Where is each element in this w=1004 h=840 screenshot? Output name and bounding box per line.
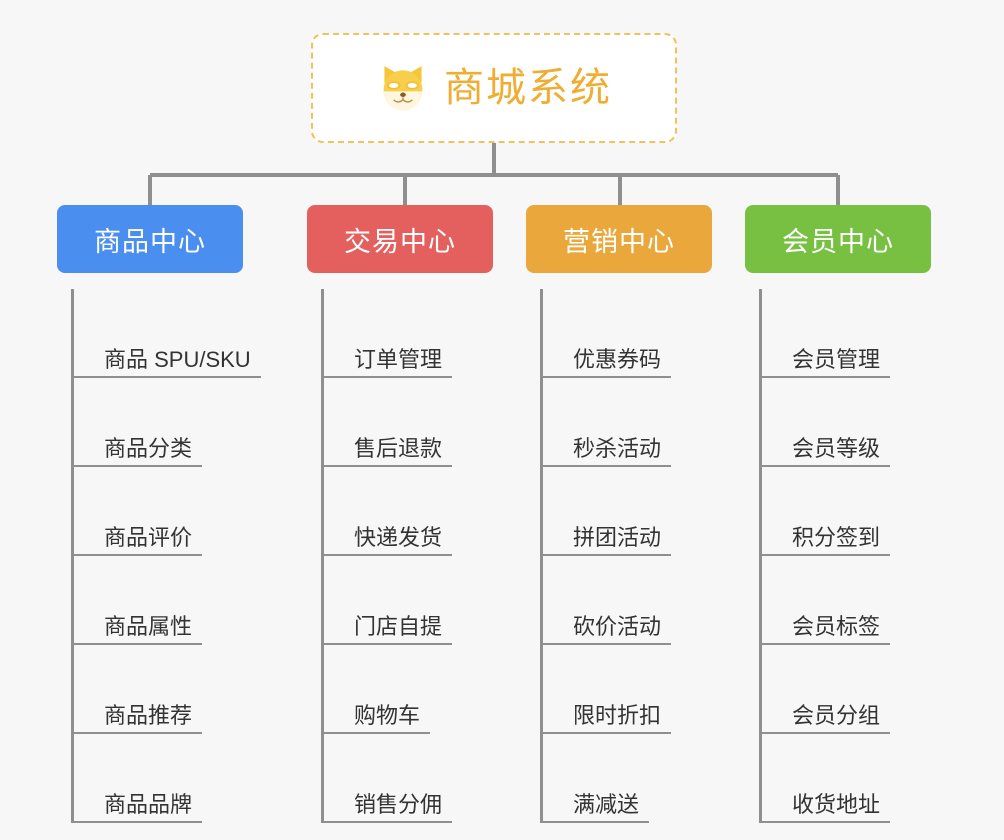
leaf-underline [324,376,452,378]
leaf-item[interactable]: 限时折扣 [543,645,712,734]
branch-column-1: 交易中心 订单管理 售后退款 快递发货 门店自提 购物车 [307,205,493,839]
leaf-item[interactable]: 拼团活动 [543,467,712,556]
leaf-item[interactable]: 会员分组 [762,645,931,734]
leaf-item[interactable]: 售后退款 [324,378,493,467]
leaf-underline [543,465,671,467]
leaf-item[interactable]: 商品分类 [74,378,243,467]
leaf-underline [74,821,202,823]
leaf-label: 门店自提 [354,613,443,639]
leaf-underline [324,821,452,823]
leaf-underline [543,554,671,556]
leaf-item[interactable]: 会员管理 [762,289,931,378]
leaf-label: 拼团活动 [573,524,662,550]
leaf-list-2: 优惠券码 秒杀活动 拼团活动 砍价活动 限时折扣 满减送 [540,289,712,823]
leaf-list-1: 订单管理 售后退款 快递发货 门店自提 购物车 销售分佣 [321,289,493,823]
leaf-item[interactable]: 会员标签 [762,556,931,645]
leaf-item[interactable]: 门店自提 [324,556,493,645]
shiba-inu-dog-icon [383,66,423,111]
leaf-item[interactable]: 快递发货 [324,467,493,556]
leaf-underline [762,643,890,645]
category-header-3[interactable]: 会员中心 [745,205,931,273]
leaf-label: 会员等级 [792,435,881,461]
leaf-item[interactable]: 收货地址 [762,734,931,823]
leaf-underline [324,465,452,467]
leaf-label: 快递发货 [354,524,443,550]
leaf-label: 售后退款 [354,435,443,461]
leaf-list-3: 会员管理 会员等级 积分签到 会员标签 会员分组 收货地址 [759,289,931,823]
leaf-underline [543,643,671,645]
leaf-item[interactable]: 积分签到 [762,467,931,556]
leaf-label: 会员管理 [792,346,881,372]
leaf-underline [74,643,202,645]
category-header-1[interactable]: 交易中心 [307,205,493,273]
category-header-2[interactable]: 营销中心 [526,205,712,273]
leaf-underline [74,465,202,467]
leaf-underline [324,554,452,556]
leaf-item[interactable]: 满减送 [543,734,712,823]
leaf-label: 积分签到 [792,524,881,550]
leaf-underline [543,732,671,734]
leaf-label: 销售分佣 [354,791,443,817]
leaf-label: 秒杀活动 [573,435,662,461]
leaf-list-0: 商品 SPU/SKU 商品分类 商品评价 商品属性 商品推荐 商品品牌 [71,289,261,823]
leaf-item[interactable]: 购物车 [324,645,493,734]
leaf-underline [324,643,452,645]
category-header-0[interactable]: 商品中心 [57,205,243,273]
leaf-label: 收货地址 [792,791,881,817]
root-node[interactable]: 商城系统 [311,33,677,143]
leaf-label: 商品品牌 [104,791,193,817]
leaf-label: 商品评价 [104,524,193,550]
leaf-underline [762,821,890,823]
root-title: 商城系统 [444,66,612,110]
branch-column-2: 营销中心 优惠券码 秒杀活动 拼团活动 砍价活动 限时折扣 [526,205,712,839]
leaf-underline [74,554,202,556]
leaf-label: 商品属性 [104,613,193,639]
leaf-underline [762,376,890,378]
leaf-item[interactable]: 优惠券码 [543,289,712,378]
leaf-item[interactable]: 订单管理 [324,289,493,378]
leaf-item[interactable]: 销售分佣 [324,734,493,823]
branch-column-3: 会员中心 会员管理 会员等级 积分签到 会员标签 会员分组 [745,205,931,839]
leaf-label: 商品分类 [104,435,193,461]
leaf-underline [74,376,261,378]
leaf-label: 优惠券码 [573,346,662,372]
leaf-label: 会员分组 [792,702,881,728]
leaf-label: 商品 SPU/SKU [104,346,251,372]
leaf-item[interactable]: 商品评价 [74,467,243,556]
leaf-label: 会员标签 [792,613,881,639]
leaf-label: 购物车 [354,702,421,728]
leaf-item[interactable]: 商品属性 [74,556,243,645]
leaf-underline [543,821,649,823]
leaf-item[interactable]: 商品推荐 [74,645,243,734]
leaf-underline [543,376,671,378]
leaf-underline [762,732,890,734]
leaf-item[interactable]: 商品品牌 [74,734,243,823]
leaf-underline [324,732,430,734]
leaf-item[interactable]: 商品 SPU/SKU [74,289,261,378]
leaf-label: 商品推荐 [104,702,193,728]
leaf-label: 订单管理 [354,346,443,372]
leaf-underline [74,732,202,734]
leaf-label: 砍价活动 [573,613,662,639]
leaf-underline [762,465,890,467]
leaf-item[interactable]: 砍价活动 [543,556,712,645]
leaf-label: 限时折扣 [573,702,662,728]
leaf-underline [762,554,890,556]
branch-column-0: 商品中心 商品 SPU/SKU 商品分类 商品评价 商品属性 商品推荐 [57,205,261,839]
leaf-label: 满减送 [573,791,640,817]
leaf-item[interactable]: 会员等级 [762,378,931,467]
leaf-item[interactable]: 秒杀活动 [543,378,712,467]
